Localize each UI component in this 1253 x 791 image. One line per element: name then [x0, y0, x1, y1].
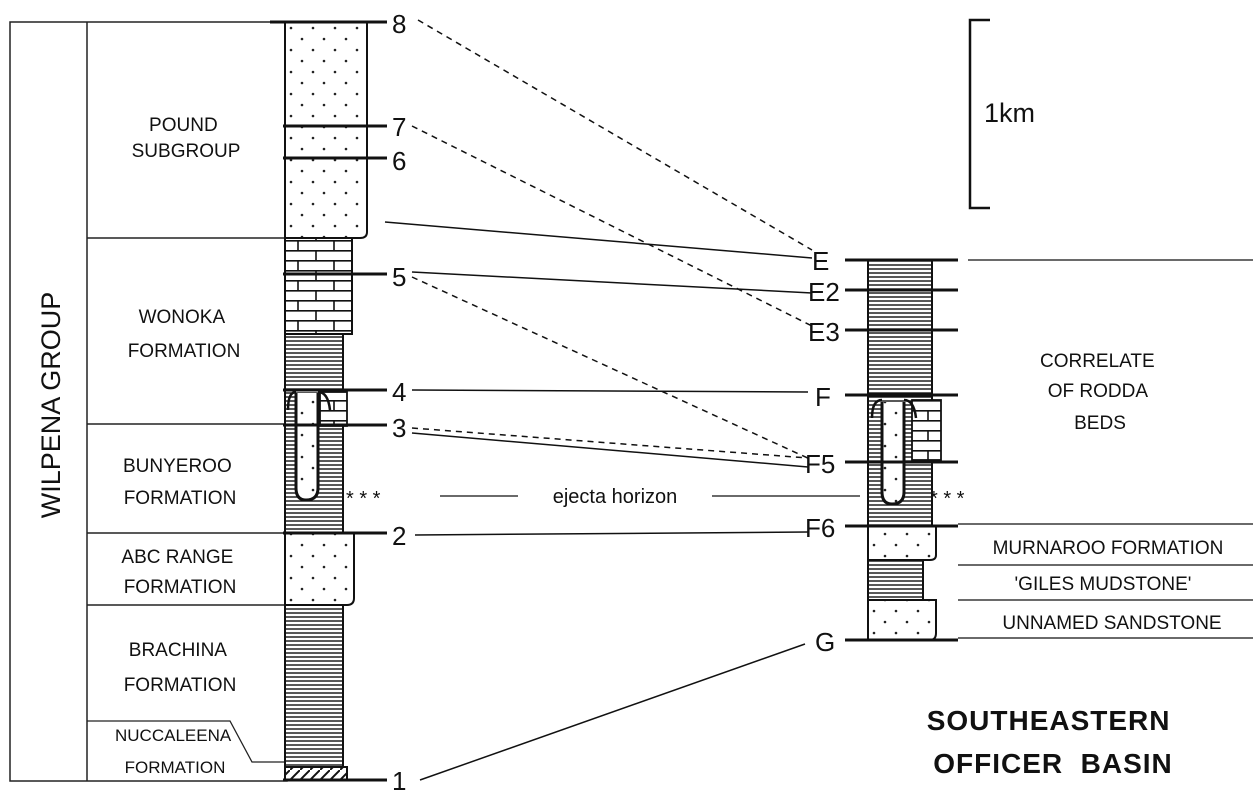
formation-label-nuccaleena: NUCCALEENA FORMATION — [115, 726, 235, 777]
right-unit-labels: CORRELATE OF RODDA BEDS MURNAROO FORMATI… — [993, 351, 1224, 634]
ejecta-stars-right: * * * — [930, 488, 965, 510]
marker-E3: E3 — [808, 317, 840, 347]
right-column — [868, 260, 941, 640]
marker-F6: F6 — [805, 513, 835, 543]
marker-6: 6 — [392, 146, 406, 176]
marker-3: 3 — [392, 413, 406, 443]
scale-label: 1km — [984, 98, 1035, 128]
marker-5: 5 — [392, 262, 406, 292]
left-marker-labels: 8 7 6 5 4 3 2 1 — [392, 9, 406, 791]
formation-label-brachina: BRACHINA FORMATION — [124, 640, 237, 696]
marker-1: 1 — [392, 766, 406, 791]
marker-G: G — [815, 627, 835, 657]
unit-label-giles: 'GILES MUDSTONE' — [1015, 574, 1192, 595]
unit-label-rodda: CORRELATE OF RODDA BEDS — [1040, 351, 1160, 434]
unit-label-murnaroo: MURNAROO FORMATION — [993, 538, 1224, 559]
marker-E: E — [812, 246, 829, 276]
correlation-lines — [385, 20, 860, 780]
right-marker-labels: E E2 E3 F F5 F6 G — [805, 246, 840, 657]
marker-4: 4 — [392, 377, 406, 407]
formation-labels: POUND SUBGROUP WONOKA FORMATION BUNYEROO… — [115, 115, 240, 777]
group-label: WILPENA GROUP — [36, 292, 66, 519]
marker-8: 8 — [392, 9, 406, 39]
left-column — [285, 22, 367, 780]
formation-label-bunyeroo: BUNYEROO FORMATION — [123, 456, 237, 509]
formation-label-wonoka: WONOKA FORMATION — [128, 307, 241, 362]
marker-F5: F5 — [805, 449, 835, 479]
ejecta-horizon-label: ejecta horizon — [553, 486, 678, 508]
marker-E2: E2 — [808, 277, 840, 307]
marker-7: 7 — [392, 112, 406, 142]
scale-bar: 1km — [970, 20, 1035, 208]
formation-label-abc: ABC RANGE FORMATION — [121, 547, 238, 598]
marker-F: F — [815, 382, 831, 412]
formation-label-pound: POUND SUBGROUP — [132, 115, 241, 162]
unit-label-unnamed: UNNAMED SANDSTONE — [1002, 613, 1221, 634]
basin-label: SOUTHEASTERN OFFICER BASIN — [927, 705, 1180, 779]
marker-2: 2 — [392, 521, 406, 551]
ejecta-stars-left: * * * — [346, 488, 381, 510]
